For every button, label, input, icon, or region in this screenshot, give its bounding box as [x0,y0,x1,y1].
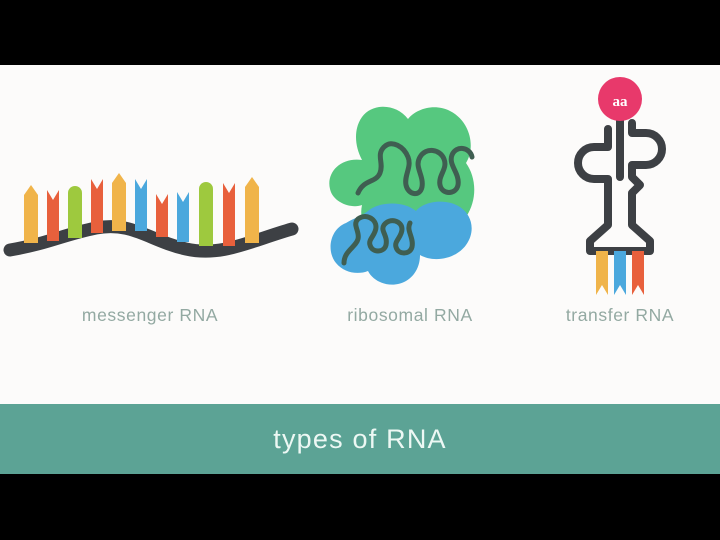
caption-banner: types of RNA [0,404,720,474]
caption-transfer-rna: transfer RNA [565,305,675,325]
ribosome-icon [329,106,475,285]
slide-content-area: messenger RNA ribosomal RNA [0,65,720,404]
mrna-strand-icon [3,173,299,258]
amino-acid-circle [598,77,642,121]
amino-acid-label: aa [613,94,629,110]
caption-messenger-rna: messenger RNA [81,305,219,325]
panel-messenger-rna: messenger RNA [0,65,300,404]
caption-ribosomal-rna: ribosomal RNA [347,305,473,325]
trna-cloverleaf-icon: aa [574,77,666,295]
panel-transfer-rna: aa transfer RNA [520,65,720,404]
panel-ribosomal-rna: ribosomal RNA [300,65,520,404]
letterbox-bar-bottom [0,474,720,540]
banner-title: types of RNA [273,423,447,454]
letterbox-bar-top [0,0,720,65]
